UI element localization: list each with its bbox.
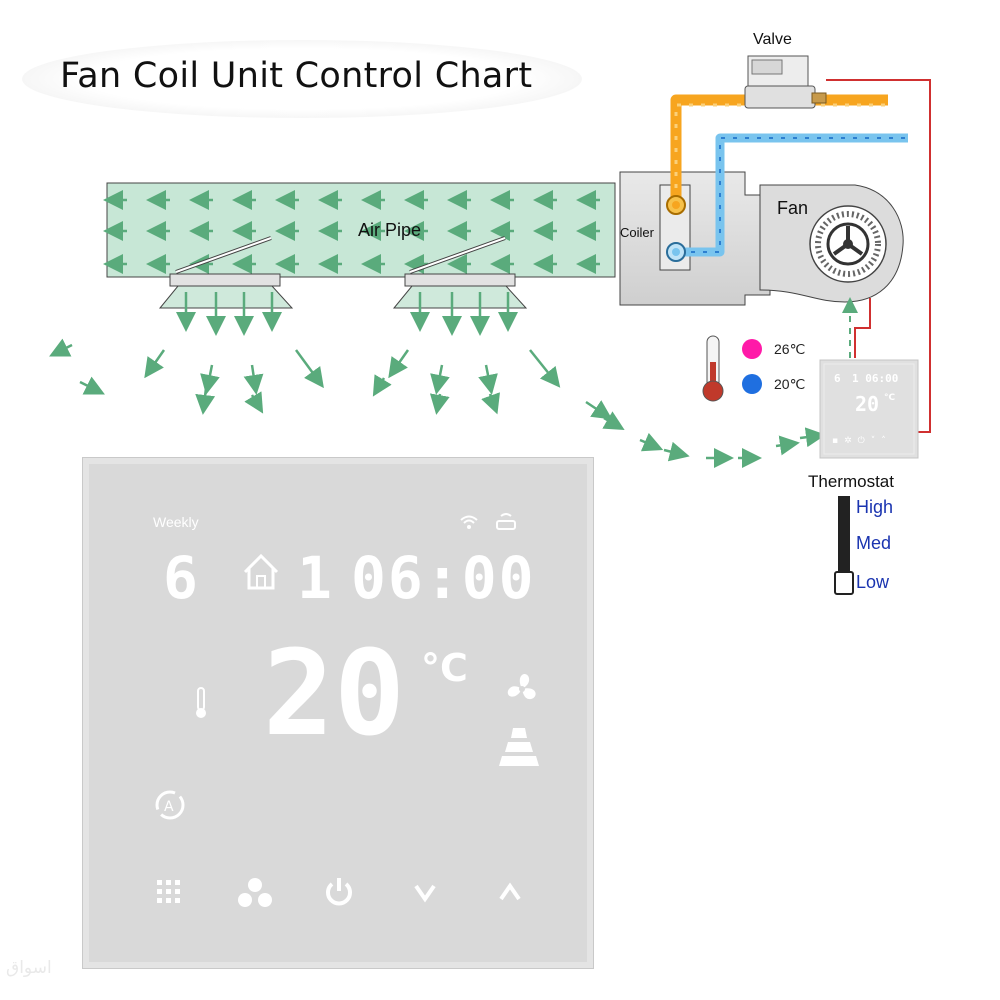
air-flow-arrows	[103, 190, 600, 274]
diffused-arrow	[244, 391, 264, 414]
diffused-arrow	[430, 364, 450, 395]
diffused-arrow	[639, 432, 664, 452]
up-button[interactable]	[498, 882, 522, 908]
thermostat-label: Thermostat	[808, 472, 894, 491]
set-temperature: 20	[263, 624, 406, 762]
fan-label: Fan	[777, 198, 809, 218]
fan-speed-bars	[495, 726, 543, 770]
diffused-arrow	[144, 349, 166, 379]
fan-level-high: High	[856, 497, 894, 517]
day-digit: 6	[163, 544, 198, 612]
hot-temp-dot	[742, 339, 762, 359]
control-wires	[826, 79, 931, 433]
diffused-arrow	[799, 427, 826, 448]
down-button[interactable]	[413, 882, 437, 908]
diffused-arrow	[775, 435, 800, 456]
fan-level-low: Low	[856, 572, 890, 592]
wifi-icon	[459, 514, 479, 534]
home-icon	[241, 552, 281, 596]
mini-thermostat	[819, 359, 919, 459]
hour-prefix: 1	[297, 544, 332, 612]
diffused-air-arrows	[49, 292, 826, 468]
diffused-arrow	[602, 411, 625, 431]
clock-time: 06:00	[351, 544, 536, 612]
diffused-arrow	[663, 441, 690, 462]
valve-label: Valve	[753, 31, 792, 48]
fan-speed-switch	[834, 496, 854, 595]
diffused-arrow	[49, 338, 73, 357]
diffused-arrow	[200, 364, 220, 395]
air-pipe-label: Air Pipe	[358, 220, 422, 240]
diffused-arrow	[243, 364, 264, 395]
cold-water-pipe	[666, 133, 908, 262]
temp-unit: °C	[421, 646, 468, 690]
mini-temperature: 20	[855, 392, 880, 416]
menu-button[interactable]	[155, 878, 183, 910]
damper-left	[158, 236, 294, 309]
diffused-arrow	[388, 349, 410, 379]
diffused-arrow	[79, 376, 105, 395]
coiler-label: Coiler	[620, 225, 654, 240]
watermark: اسواق	[6, 958, 52, 978]
fan-level-med: Med	[856, 533, 892, 553]
diffused-arrow	[294, 349, 324, 389]
mini-unit: °C	[884, 393, 896, 403]
chart-title: Fan Coil Unit Control Chart	[60, 56, 533, 96]
cold-temp-dot	[742, 374, 762, 394]
diffused-arrow	[481, 392, 500, 415]
thermometer-small-icon	[193, 686, 209, 724]
fan-housing	[759, 184, 904, 303]
svg-text:A: A	[164, 799, 174, 815]
cold-temp-label: 20℃	[774, 376, 806, 392]
damper-right	[392, 236, 528, 309]
mode-label: Weekly	[153, 514, 199, 530]
diffused-arrow	[585, 400, 613, 420]
diffused-arrow	[478, 364, 498, 395]
diffused-arrow	[372, 374, 392, 397]
diffused-arrow	[429, 393, 450, 415]
thermostat-panel: Weekly 6 1 06:00 20 °C A	[82, 457, 594, 969]
fan-button[interactable]	[237, 876, 273, 912]
heating-icon	[495, 513, 517, 535]
mini-day: 6	[834, 372, 841, 385]
power-button[interactable]	[323, 876, 355, 912]
hot-temp-label: 26℃	[774, 341, 806, 357]
fan-mode-icon	[501, 668, 543, 714]
thermometer-icon	[702, 335, 724, 402]
diffused-arrow	[529, 349, 561, 388]
valve	[744, 55, 827, 109]
mini-buttons: ▪✲⏻˅˄	[832, 436, 892, 446]
mini-time: 1 06:00	[852, 372, 899, 385]
title-backdrop	[22, 40, 582, 118]
diffused-arrow	[195, 387, 216, 415]
auto-mode-icon: A	[153, 788, 187, 826]
